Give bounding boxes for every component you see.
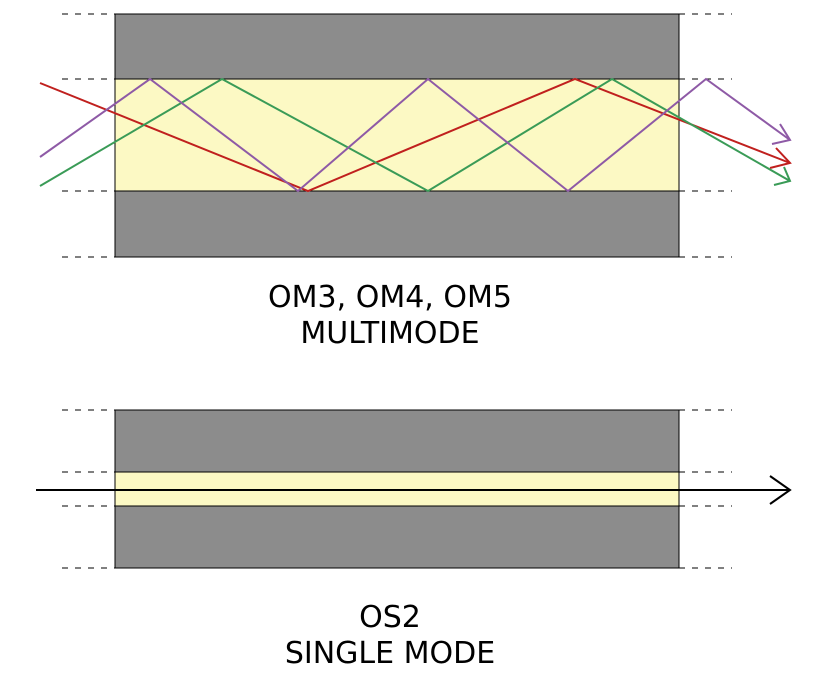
multimode-ray-purple-arrowhead (771, 123, 792, 145)
singlemode-guide-lines (62, 409, 732, 569)
multimode-ray-green-arrowhead (773, 166, 792, 186)
multimode-cladding-bottom (114, 190, 680, 258)
multimode-caption-label: MULTIMODE (300, 316, 480, 351)
multimode-core (114, 78, 680, 192)
multimode-ray-green (39, 77, 791, 193)
multimode-caption-types: OM3, OM4, OM5 (268, 280, 512, 315)
multimode-caption: OM3, OM4, OM5 MULTIMODE (0, 280, 780, 352)
singlemode-caption-type: OS2 (359, 600, 421, 635)
multimode-guide-lines (62, 13, 732, 258)
multimode-ray-purple (39, 77, 791, 193)
singlemode-caption-label: SINGLE MODE (284, 636, 496, 671)
singlemode-caption: OS2 SINGLE MODE (0, 600, 780, 672)
singlemode-ray-arrowhead (769, 475, 792, 505)
multimode-ray-red (39, 77, 791, 193)
multimode-cladding-top (114, 13, 680, 80)
singlemode-fiber (36, 409, 792, 569)
singlemode-cladding-bottom (114, 505, 680, 569)
multimode-fiber (39, 13, 792, 258)
multimode-ray-red-arrowhead (769, 147, 792, 169)
singlemode-cladding-top (114, 409, 680, 473)
